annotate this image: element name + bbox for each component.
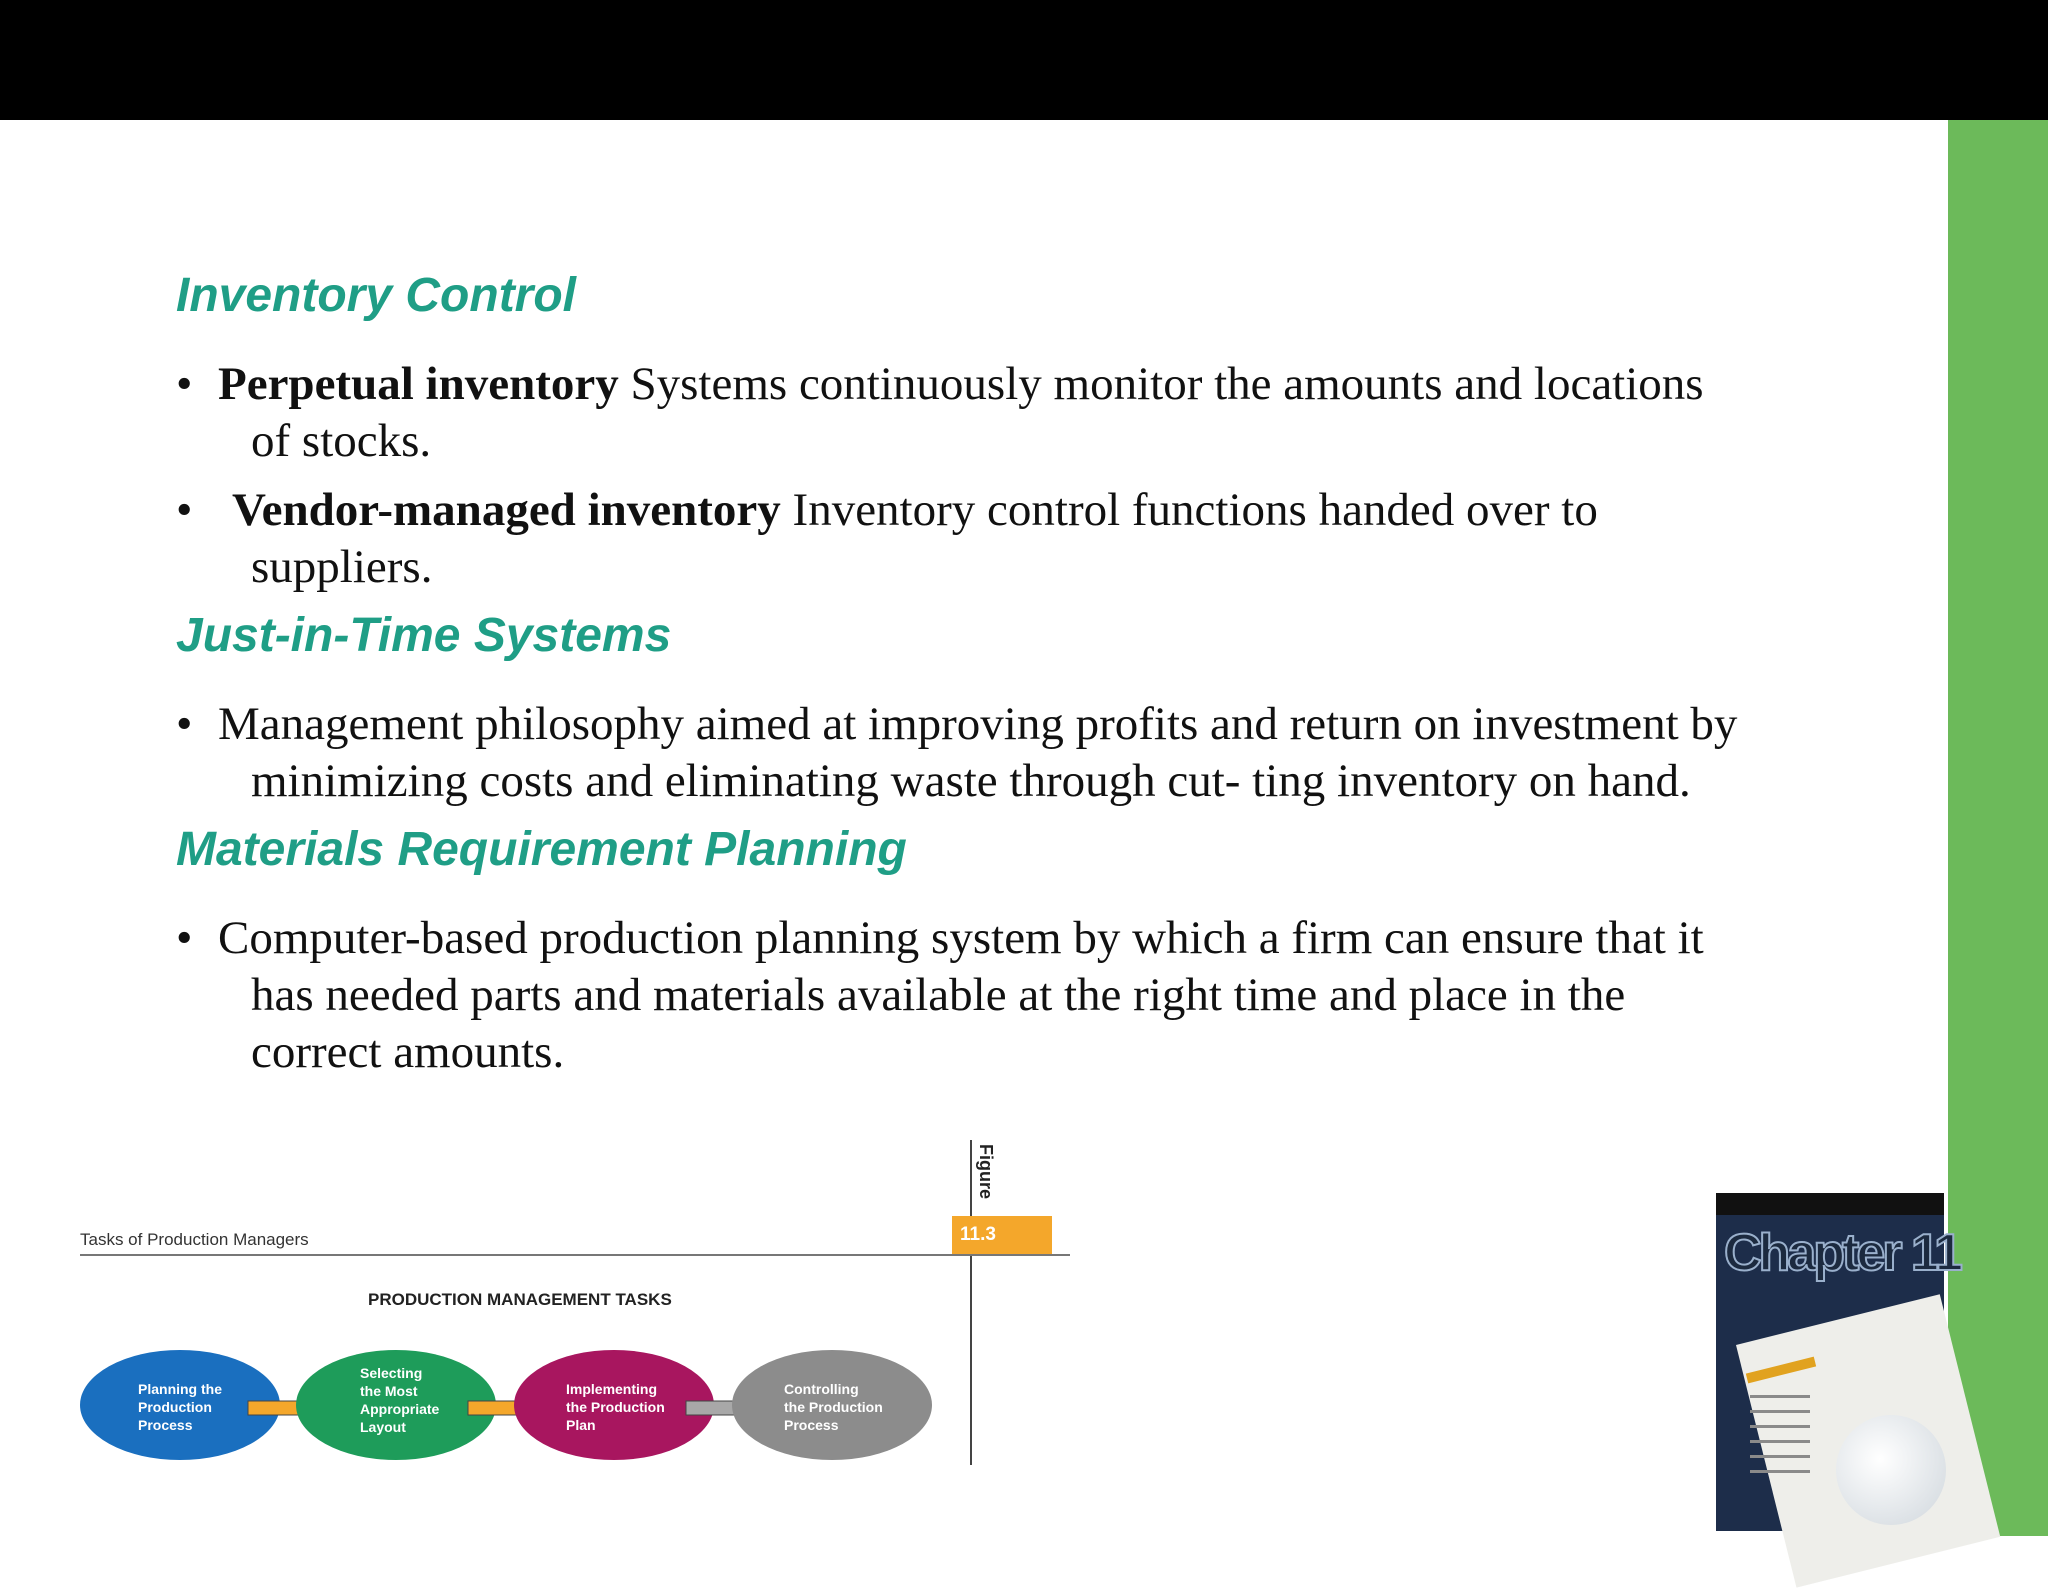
step-oval-planning: Planning the Production Process (80, 1350, 280, 1460)
production-tasks-figure: Figure Tasks of Production Managers 11.3… (60, 1140, 1070, 1480)
step-line: Production (138, 1399, 212, 1415)
bullet-continuation: suppliers. (251, 541, 433, 593)
bullet-mrp-description: • Computer-based production planning sys… (176, 910, 1906, 1081)
bullet-text: Computer-based production planning syste… (218, 912, 1704, 964)
bullet-dot: • (176, 912, 193, 964)
bullet-vendor-managed-inventory: • Vendor-managed inventory Inventory con… (176, 482, 1906, 596)
step-oval-controlling: Controlling the Production Process (732, 1350, 932, 1460)
step-line: Selecting (360, 1365, 423, 1381)
bullet-continuation: has needed parts and materials available… (251, 969, 1626, 1021)
step-oval-implementing: Implementing the Production Plan (514, 1350, 714, 1460)
term: Perpetual inventory (218, 358, 619, 410)
cover-roll-graphic (1836, 1415, 1946, 1525)
heading-just-in-time: Just-in-Time Systems (176, 609, 672, 662)
bullet-dot: • (176, 484, 193, 536)
green-side-bar (1948, 120, 2048, 1536)
top-bar (0, 0, 2048, 120)
bullet-text: Management philosophy aimed at improving… (218, 698, 1738, 750)
step-line: the Production (784, 1399, 883, 1415)
step-line: the Most (360, 1383, 418, 1399)
heading-inventory-control: Inventory Control (176, 269, 577, 322)
step-oval-selecting: Selecting the Most Appropriate Layout (296, 1350, 496, 1460)
step-line: Controlling (784, 1381, 859, 1397)
step-line: Implementing (566, 1381, 658, 1397)
step-line: Appropriate (360, 1401, 440, 1417)
figure-label: Figure (976, 1144, 996, 1200)
chapter-book-cover: Chapter 11 (1716, 1193, 2001, 1588)
cover-title: Chapter 11 (1723, 1223, 1964, 1283)
cover-text-lines (1750, 1383, 1830, 1485)
figure-number-badge: 11.3 (952, 1216, 1052, 1254)
figure-vertical-rule (970, 1140, 972, 1465)
figure-heading: PRODUCTION MANAGEMENT TASKS (368, 1290, 672, 1309)
bullet-continuation: correct amounts. (251, 1026, 565, 1078)
bullet-continuation: of stocks. (251, 415, 432, 467)
bullet-dot: • (176, 698, 193, 750)
figure-title: Tasks of Production Managers (80, 1230, 309, 1249)
heading-mrp: Materials Requirement Planning (176, 823, 907, 876)
bullet-text: Systems continuously monitor the amounts… (618, 358, 1704, 410)
bullet-dot: • (176, 358, 193, 410)
step-line: the Production (566, 1399, 665, 1415)
step-line: Layout (360, 1419, 406, 1435)
bullet-continuation: minimizing costs and eliminating waste t… (251, 755, 1691, 807)
step-line: Process (784, 1417, 839, 1433)
bullet-perpetual-inventory: • Perpetual inventory Systems continuous… (176, 356, 1906, 470)
bullet-text: Inventory control functions handed over … (780, 484, 1598, 536)
step-line: Plan (566, 1417, 596, 1433)
term: Vendor-managed inventory (232, 484, 781, 536)
step-line: Planning the (138, 1381, 222, 1397)
bullet-jit-description: • Management philosophy aimed at improvi… (176, 696, 1906, 810)
figure-horizontal-rule (80, 1254, 1070, 1256)
step-line: Process (138, 1417, 193, 1433)
